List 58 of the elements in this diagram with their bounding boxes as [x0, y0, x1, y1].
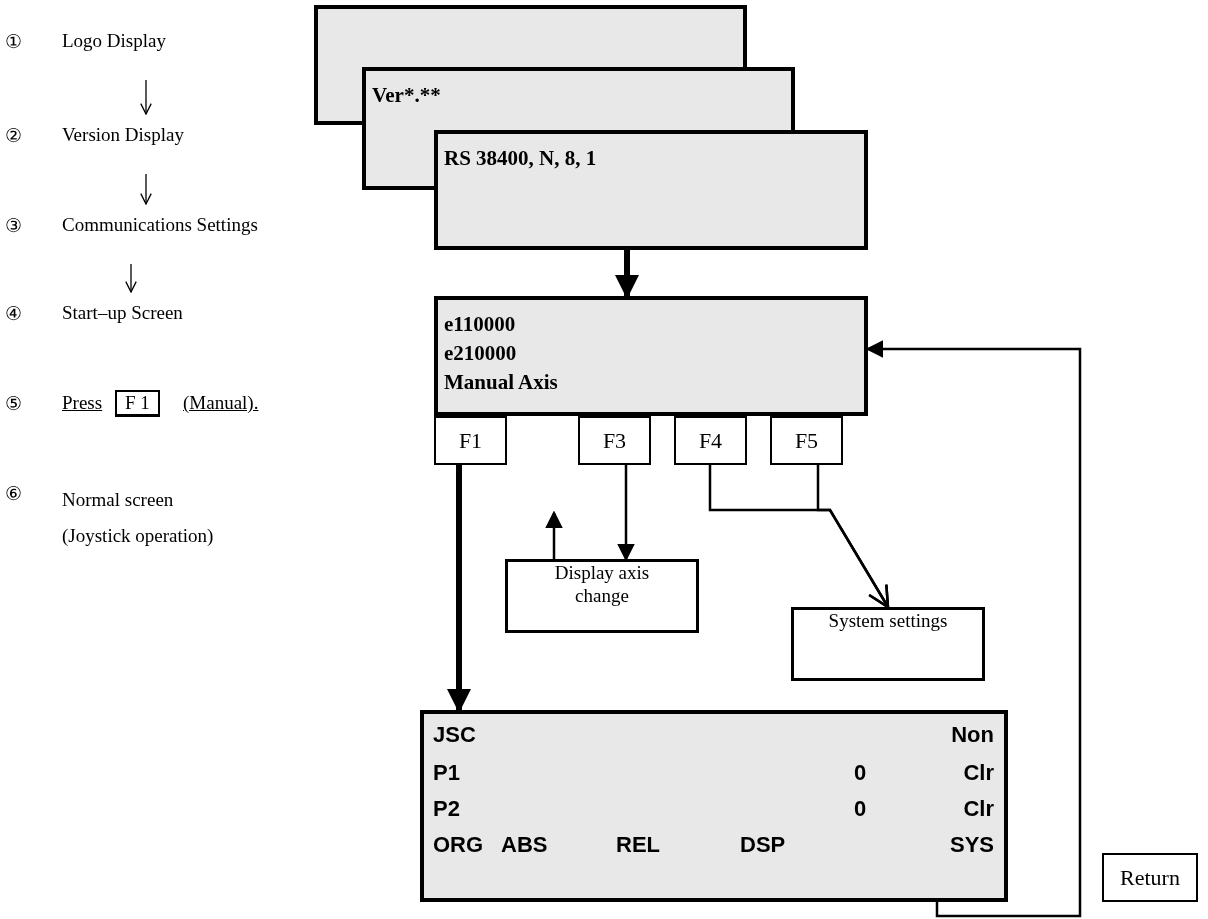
screen-text: P2	[433, 796, 460, 822]
arrow	[125, 263, 137, 293]
step-text: Communications Settings	[62, 214, 258, 236]
display-screen	[434, 130, 868, 250]
screen-text: 0	[854, 760, 867, 786]
screen-text: ORG	[433, 832, 484, 858]
screen-text: P1	[433, 760, 460, 786]
key-label: F1	[458, 427, 483, 454]
step-number: ⑥	[5, 482, 22, 505]
arrow	[140, 79, 152, 115]
key-label: F 1	[115, 390, 160, 417]
arrow	[615, 250, 639, 299]
screen-text: JSC	[433, 722, 476, 748]
screen-text: Ver*.**	[372, 83, 441, 108]
function-key	[578, 416, 651, 465]
screen-text: Clr	[963, 760, 994, 786]
step-text: Version Display	[62, 124, 184, 146]
screen-text: REL	[616, 832, 660, 858]
key-label: F5	[794, 427, 819, 454]
arrow	[447, 465, 471, 713]
step-text: Press	[62, 392, 103, 414]
screen-text: ABS	[501, 832, 548, 858]
step-text: Start–up Screen	[62, 302, 183, 324]
screen-text: Clr	[963, 796, 994, 822]
step-text: Normal screen (Joystick operation)	[62, 488, 215, 549]
key-label: F4	[698, 427, 723, 454]
key-label: F3	[602, 427, 627, 454]
screen-text: DSP	[740, 832, 786, 858]
arrow	[545, 510, 563, 559]
step-number: ②	[5, 124, 22, 147]
screen-text: Manual Axis	[444, 370, 558, 395]
display-screen	[434, 296, 868, 416]
arrow	[140, 173, 152, 205]
step-number: ⑤	[5, 392, 22, 415]
function-key	[674, 416, 747, 465]
step-number: ①	[5, 30, 22, 53]
step-number: ③	[5, 214, 22, 237]
step-number: ④	[5, 302, 22, 325]
display-screen	[420, 710, 1008, 902]
box-text: Display axis change	[553, 562, 651, 608]
screen-text: e210000	[444, 341, 517, 366]
screen-text: RS 38400, N, 8, 1	[444, 146, 597, 171]
screen-text: 0	[854, 796, 867, 822]
process-box	[791, 607, 985, 681]
screen-text: e110000	[444, 312, 516, 337]
step-text: (Manual).	[183, 392, 259, 414]
process-box	[505, 559, 699, 633]
box-text: System settings	[827, 610, 949, 633]
display-screen	[314, 5, 747, 67]
label-box	[1102, 853, 1198, 902]
step-text: Logo Display	[62, 30, 166, 52]
screen-text: SYS	[949, 832, 994, 858]
function-key	[434, 416, 507, 465]
display-screen	[362, 67, 795, 130]
arrow	[816, 465, 890, 609]
key-label: Return	[1120, 864, 1180, 891]
function-key	[770, 416, 843, 465]
screen-text: Non	[951, 722, 994, 748]
